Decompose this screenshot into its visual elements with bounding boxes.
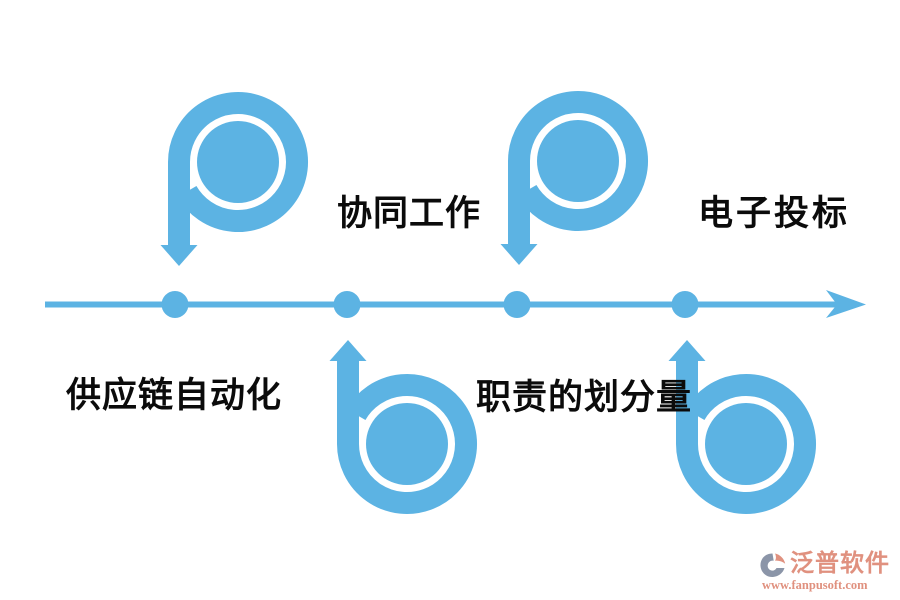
timeline-node-3 xyxy=(503,291,531,318)
watermark: 泛普软件 www.fanpusoft.com xyxy=(758,552,896,592)
milestone-label-2: 协同工作 xyxy=(337,194,482,233)
spiral-arrow-up-icon-1 xyxy=(330,340,467,503)
watermark-url: www.fanpusoft.com xyxy=(762,578,868,592)
spiral-arrow-down-icon-1 xyxy=(161,103,298,266)
timeline-node-1 xyxy=(161,291,189,318)
milestone-label-3: 职责的划分量 xyxy=(476,378,693,417)
watermark-brand: 泛普软件 xyxy=(790,550,890,577)
milestone-label-4: 电子投标 xyxy=(698,194,851,233)
fanpu-logo-icon xyxy=(760,553,786,578)
milestone-label-1: 供应链自动化 xyxy=(66,376,283,415)
axis-arrowhead-icon xyxy=(826,290,866,318)
timeline-node-4 xyxy=(671,291,699,318)
timeline-node-2 xyxy=(333,291,361,318)
spiral-arrow-down-icon-2 xyxy=(501,102,638,265)
spiral-arrow-up-icon-2 xyxy=(669,340,806,503)
